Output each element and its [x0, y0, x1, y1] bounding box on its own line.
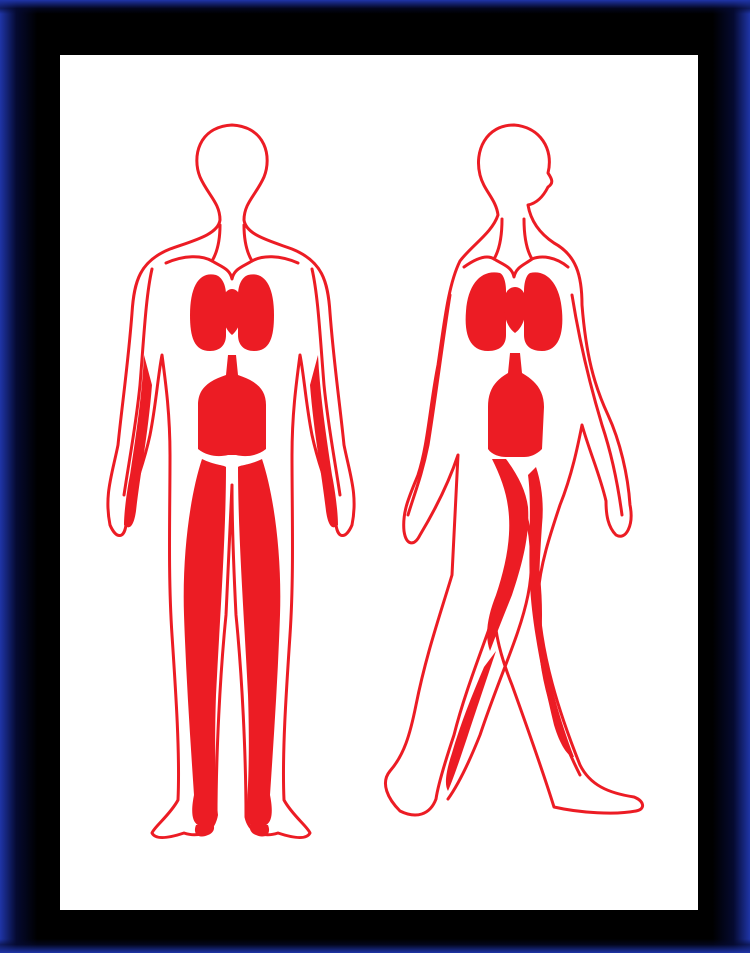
walking-lung-left [466, 272, 506, 351]
standing-neck-vessels [212, 225, 252, 261]
standing-foot-left [195, 823, 214, 837]
walking-heart [504, 287, 526, 333]
standing-foot-right [250, 823, 269, 837]
standing-figure [108, 125, 354, 838]
standing-lung-right [238, 274, 274, 351]
standing-lung-left [190, 274, 226, 351]
walking-neck-vessels [494, 219, 532, 259]
walking-inner-arm-back [572, 295, 622, 515]
illustration-panel [60, 55, 698, 910]
walking-lung-right [524, 272, 562, 351]
walking-front-leg-vessel [446, 651, 496, 791]
standing-abdomen [198, 355, 266, 456]
standing-leg-left [184, 459, 226, 828]
standing-body-outline [108, 125, 354, 838]
walking-blood-regions [446, 272, 574, 791]
standing-blood-regions [124, 274, 338, 836]
standing-shoulder-vessels [166, 257, 298, 279]
walking-figure [385, 125, 642, 815]
walking-shoulder-vessels [464, 257, 568, 277]
walking-back-leg-vessel [528, 467, 574, 757]
circulation-illustration [60, 55, 698, 910]
walking-abdomen [488, 353, 544, 457]
walking-body-outline [385, 125, 642, 815]
